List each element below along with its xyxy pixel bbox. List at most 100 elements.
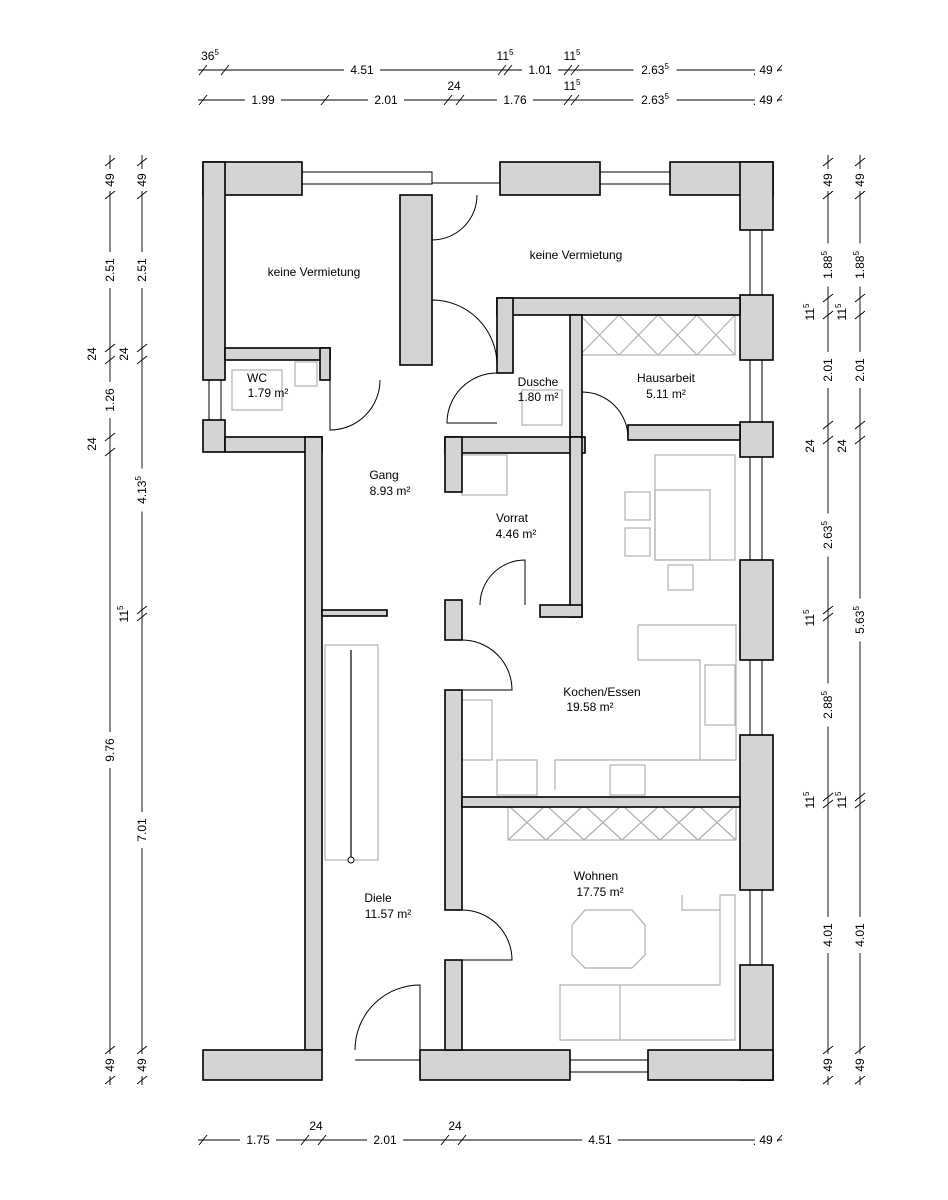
dimension-value: 49	[821, 173, 835, 187]
dimension-label: 5.635	[852, 606, 867, 634]
dimension-tick	[822, 157, 834, 167]
dimension-value: 11	[497, 49, 510, 63]
dimension-label: 115	[802, 303, 817, 320]
dimension-label-background	[854, 243, 866, 287]
dimension-label: 7.01	[135, 818, 149, 842]
dimension-value: 1.88	[821, 255, 835, 279]
dimension-value: 1.01	[528, 63, 552, 77]
room-vorrat-area: 4.46 m²	[496, 527, 537, 541]
dimension-label: 49	[821, 173, 835, 187]
dimension-superscript: 5	[852, 606, 861, 611]
dimension-superscript: 5	[834, 791, 843, 796]
dimension-label-background	[582, 1134, 618, 1146]
dimension-tick	[822, 310, 834, 320]
dimension-label: 115	[802, 791, 817, 808]
dimension-value: 1.76	[503, 93, 527, 107]
dimension-value: 49	[759, 63, 773, 77]
dimension-value: 11	[564, 79, 577, 93]
dimension-label: 49	[135, 173, 149, 187]
dimension-tick	[300, 1134, 310, 1146]
dimension-tick	[136, 605, 148, 615]
dimension-label: 24	[117, 347, 131, 361]
dimension-tick	[854, 435, 866, 445]
dimension-value: 1.26	[103, 388, 117, 412]
dimension-label-background	[854, 917, 866, 953]
dimension-value: 2.88	[821, 695, 835, 719]
dimension-label: 24	[85, 437, 99, 451]
dimension-value: 24	[117, 347, 131, 361]
dimension-value: 49	[103, 1058, 117, 1072]
dimension-tick	[854, 792, 866, 802]
dimension-label-background	[854, 352, 866, 388]
dimension-tick	[136, 1075, 148, 1085]
room-diele-area: 11.57 m²	[365, 907, 411, 921]
dimension-label: 24	[309, 1119, 323, 1133]
dimension-label-background	[245, 94, 281, 106]
dimension-label: 2.01	[853, 358, 867, 382]
dimension-label: 49	[103, 173, 117, 187]
dimension-tick	[822, 1045, 834, 1055]
dimension-tick	[440, 1134, 450, 1146]
dimension-value: 36	[201, 49, 215, 63]
dimension-label-background	[104, 1054, 116, 1076]
dimension-value: 24	[448, 1119, 462, 1133]
dimension-label-background	[822, 352, 834, 388]
room-kochen-name: Kochen/Essen	[563, 685, 640, 699]
dimension-label: 1.885	[852, 251, 867, 279]
room-vorrat-name: Vorrat	[496, 511, 529, 525]
dimension-value: 11	[803, 614, 817, 627]
dimension-label-background	[136, 468, 148, 512]
dimension-label: 115	[564, 48, 581, 63]
dimension-value: 11	[564, 49, 577, 63]
dimension-label: 49	[821, 1058, 835, 1072]
dimension-label: 2.635	[820, 521, 835, 549]
dimension-label: 1.26	[103, 388, 117, 412]
dimension-tick	[503, 64, 513, 76]
dimension-tick	[136, 343, 148, 353]
dimension-value: 2.01	[374, 93, 398, 107]
dimension-value: 2.01	[373, 1133, 397, 1147]
dimension-value: 49	[759, 93, 773, 107]
dimension-superscript: 5	[134, 476, 143, 481]
walls	[202, 161, 774, 1081]
dimension-value: 49	[821, 1058, 835, 1072]
dimension-tick	[136, 355, 148, 365]
dimension-label: 2.01	[374, 93, 398, 107]
dimension-value: 2.01	[853, 358, 867, 382]
dimension-tick	[104, 1075, 116, 1085]
dimension-label: 24	[803, 439, 817, 453]
dimension-tick	[854, 1045, 866, 1055]
dimension-tick	[854, 420, 866, 430]
dimension-label-background	[854, 169, 866, 191]
dimension-label: 115	[564, 78, 581, 93]
dimension-label: 49	[853, 173, 867, 187]
room-wohnen-area: 17.75 m²	[576, 885, 623, 899]
dimension-superscript: 5	[214, 48, 219, 57]
dimension-label: 24	[85, 347, 99, 361]
dimension-label-background	[136, 169, 148, 191]
dimension-label: 4.135	[134, 476, 149, 504]
dimension-tick	[822, 420, 834, 430]
dimension-label: 24	[447, 79, 461, 93]
dimension-value: 11	[803, 796, 817, 809]
dimension-label: 2.635	[641, 92, 669, 107]
dimension-tick	[320, 94, 330, 106]
dimension-label-background	[755, 94, 777, 106]
dimension-tick	[104, 1045, 116, 1055]
dimension-value: 1.88	[853, 255, 867, 279]
dimension-label-background	[633, 64, 677, 76]
dimension-tick	[822, 792, 834, 802]
dimension-tick	[854, 293, 866, 303]
dimension-value: 2.51	[135, 258, 149, 282]
dimension-value: 2.51	[103, 258, 117, 282]
dimension-tick	[104, 343, 116, 353]
dimension-tick	[104, 355, 116, 365]
dimension-label: 115	[802, 609, 817, 626]
dimension-value: 4.01	[821, 923, 835, 947]
dimension-superscript: 5	[834, 303, 843, 308]
dimension-superscript: 5	[576, 78, 581, 87]
dimension-label: 365	[201, 48, 219, 63]
dimension-label: 49	[103, 1058, 117, 1072]
